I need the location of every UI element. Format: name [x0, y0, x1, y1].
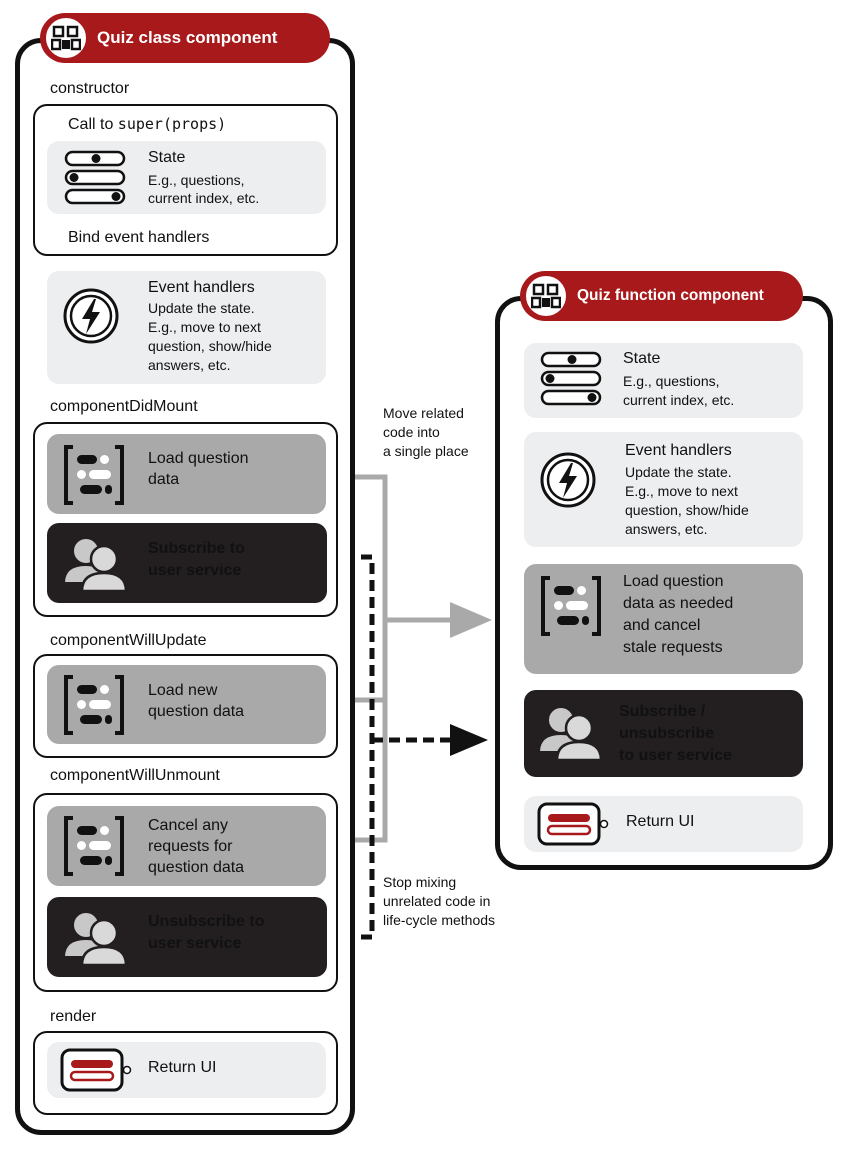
users-icon: [62, 537, 128, 593]
function-component-title-pill: Quiz function component: [520, 271, 803, 321]
state-toggles-icon: [540, 351, 602, 406]
stop-annotation-3: life-cycle methods: [383, 912, 496, 928]
cancel-line-1: Cancel any: [148, 817, 229, 834]
render-label: render: [50, 1008, 97, 1025]
load-new-line-1: Load new: [148, 682, 218, 699]
dashed-connector-unsubscribe: [327, 740, 375, 940]
will-unmount-label: componentWillUnmount: [50, 767, 220, 784]
data-brackets-icon: [64, 675, 124, 735]
users-icon: [62, 911, 128, 967]
unsubscribe-line-1: Unsubscribe to: [148, 913, 265, 930]
event-handlers-title: Event handlers: [148, 279, 255, 296]
fn-eh-line-1: Update the state.: [625, 464, 732, 480]
fn-state-desc-2: current index, etc.: [623, 392, 735, 408]
will-update-label: componentWillUpdate: [50, 632, 207, 649]
super-prefix: Call to: [68, 116, 118, 133]
cancel-line-3: question data: [148, 859, 245, 876]
fn-load-line-4: stale requests: [623, 639, 723, 656]
subscribe-line-2: user service: [148, 562, 242, 579]
stop-annotation-2: unrelated code in: [383, 893, 491, 909]
move-annotation-1: Move related: [383, 405, 464, 421]
event-handlers-line-4: answers, etc.: [148, 357, 231, 373]
lightning-icon: [63, 288, 119, 344]
fn-load-line-3: and cancel: [623, 617, 701, 634]
component-badge-icon: [43, 15, 89, 61]
super-call: Call to super(props): [68, 114, 226, 135]
move-annotation-2: code into: [383, 424, 440, 440]
subscribe-line-1: Subscribe to: [148, 540, 245, 557]
event-handlers-line-1: Update the state.: [148, 300, 255, 316]
unsubscribe-line-2: user service: [148, 935, 242, 952]
fn-subscribe-line-3: to user service: [619, 747, 732, 764]
dashed-arrowhead: [450, 724, 488, 756]
state-toggles-icon: [64, 150, 126, 205]
dashed-connector-subscribe: [327, 554, 375, 740]
lightning-icon: [540, 452, 596, 508]
data-brackets-icon: [64, 445, 124, 505]
state-desc-1: E.g., questions,: [148, 172, 245, 188]
did-mount-label: componentDidMount: [50, 398, 198, 415]
state-title: State: [148, 149, 186, 166]
fn-eh-line-4: answers, etc.: [625, 521, 708, 537]
bind-handlers: Bind event handlers: [68, 229, 210, 246]
grey-arrowhead: [450, 602, 492, 638]
class-component-title-pill: Quiz class component: [40, 13, 330, 63]
fn-subscribe-line-1: Subscribe /: [619, 703, 706, 720]
fn-eh-line-2: E.g., move to next: [625, 483, 738, 499]
class-component-title: Quiz class component: [97, 28, 278, 47]
event-handlers-line-2: E.g., move to next: [148, 319, 261, 335]
data-brackets-icon: [541, 576, 601, 636]
ui-window-icon: [537, 802, 609, 846]
fn-event-handlers-title: Event handlers: [625, 442, 732, 459]
cancel-line-2: requests for: [148, 838, 233, 855]
load-question-line-1: Load question: [148, 450, 249, 467]
return-ui-text: Return UI: [148, 1059, 217, 1076]
fn-state-title: State: [623, 350, 661, 367]
ui-window-icon: [60, 1048, 132, 1092]
fn-subscribe-line-2: unsubscribe: [619, 725, 715, 742]
fn-return-ui-text: Return UI: [626, 813, 695, 830]
stop-annotation-1: Stop mixing: [383, 874, 457, 890]
state-desc-2: current index, etc.: [148, 190, 260, 206]
constructor-label: constructor: [50, 80, 130, 97]
fn-eh-line-3: question, show/hide: [625, 502, 749, 518]
users-icon: [537, 706, 603, 762]
event-handlers-line-3: question, show/hide: [148, 338, 272, 354]
load-new-line-2: question data: [148, 703, 245, 720]
component-badge-icon: [523, 273, 569, 319]
move-annotation-3: a single place: [383, 443, 469, 459]
fn-load-line-2: data as needed: [623, 595, 734, 612]
data-brackets-icon: [64, 816, 124, 876]
function-component-title: Quiz function component: [577, 287, 764, 304]
fn-state-desc-1: E.g., questions,: [623, 373, 720, 389]
fn-load-line-1: Load question: [623, 573, 724, 590]
super-code: super(props): [117, 115, 227, 133]
load-question-line-2: data: [148, 471, 180, 488]
